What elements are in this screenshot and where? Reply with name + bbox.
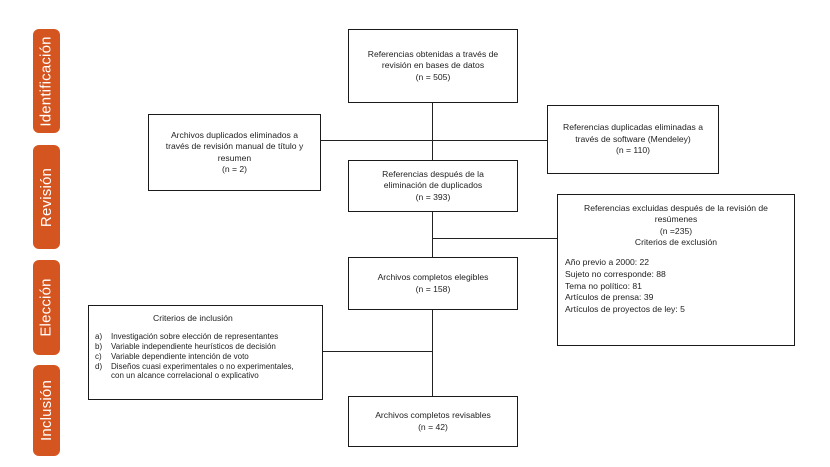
list-item-text: Diseños cuasi experimentales o no experi… xyxy=(111,362,294,382)
list-item: b) Variable independiente heurísticos de… xyxy=(95,342,276,352)
list-item: Artículos de proyectos de ley: 5 xyxy=(565,304,685,315)
list-item-text: Variable dependiente intención de voto xyxy=(111,351,249,361)
exclusion-criteria-list: Año previo a 2000: 22 Sujeto no correspo… xyxy=(564,257,685,315)
stage-label: Elección xyxy=(38,278,56,337)
box-text: través de revisión manual de título y xyxy=(165,141,304,152)
box-text: Archivos completos elegibles xyxy=(377,272,489,283)
list-item: Sujeto no corresponde: 88 xyxy=(565,269,666,280)
connector-manual-dup xyxy=(320,140,432,141)
connector-main-3 xyxy=(432,310,433,396)
box-after-dedup: Referencias después de la eliminación de… xyxy=(348,160,518,212)
connector-software-dup xyxy=(432,140,548,141)
box-text: resúmenes xyxy=(654,214,698,225)
box-count: (n = 2) xyxy=(221,163,248,174)
box-software-duplicates: Referencias duplicadas eliminadas a trav… xyxy=(547,105,719,174)
box-count: (n = 42) xyxy=(418,421,448,432)
list-marker: c) xyxy=(95,351,102,361)
list-marker: b) xyxy=(95,342,103,352)
stage-identificacion: Identificación xyxy=(33,29,60,133)
list-item: Artículos de prensa: 39 xyxy=(565,292,654,303)
box-reviewable: Archivos completos revisables (n = 42) xyxy=(348,396,518,447)
box-text: resumen xyxy=(217,152,252,163)
box-text: revisión en bases de datos xyxy=(381,60,485,71)
inclusion-criteria-title: Criterios de inclusión xyxy=(153,313,233,323)
list-item: Tema no político: 81 xyxy=(565,280,642,291)
list-item: c) Variable dependiente intención de vot… xyxy=(95,352,249,362)
exclusion-criteria-title: Criterios de exclusión xyxy=(634,237,718,248)
box-count: (n =235) xyxy=(659,225,693,236)
stage-inclusion: Inclusión xyxy=(33,365,60,456)
box-text: Referencias excluidas después de la revi… xyxy=(584,203,768,213)
connector-main-2 xyxy=(432,212,433,257)
box-text: Archivos duplicados eliminados a xyxy=(170,129,299,140)
box-count: (n = 158) xyxy=(415,283,451,294)
list-marker: d) xyxy=(95,361,103,371)
list-item-line: Diseños cuasi experimentales o no experi… xyxy=(111,361,294,371)
box-excluded-references: Referencias excluidas después de la revi… xyxy=(557,194,795,346)
list-item-text: Investigación sobre elección de represen… xyxy=(111,332,279,342)
box-text: eliminación de duplicados xyxy=(383,180,483,191)
box-count: (n = 505) xyxy=(415,71,451,82)
box-eligible: Archivos completos elegibles (n = 158) xyxy=(348,257,518,310)
box-text: Referencias después de la xyxy=(382,168,484,179)
box-count: (n = 393) xyxy=(415,191,451,202)
list-marker: a) xyxy=(95,332,103,342)
list-item-text: Variable independiente heurísticos de de… xyxy=(111,342,276,352)
connector-excluded xyxy=(432,238,558,239)
box-text: Archivos completos revisables xyxy=(375,410,491,421)
stage-label: Revisión xyxy=(38,167,55,227)
list-item: a) Investigación sobre elección de repre… xyxy=(95,332,278,342)
stage-revision: Revisión xyxy=(33,145,60,249)
box-databases: Referencias obtenidas a través de revisi… xyxy=(348,29,518,103)
box-text: través de software (Mendeley) xyxy=(575,133,691,144)
connector-inclusion-criteria xyxy=(322,351,432,352)
box-text: Referencias obtenidas a través de xyxy=(367,48,499,59)
list-item: d) Diseños cuasi experimentales o no exp… xyxy=(95,362,294,382)
box-text: Referencias duplicadas eliminadas a xyxy=(563,122,703,133)
box-manual-duplicates: Archivos duplicados eliminados a través … xyxy=(148,114,321,191)
list-item: Año previo a 2000: 22 xyxy=(565,257,650,268)
stage-label: Inclusión xyxy=(38,379,56,442)
stage-label: Identificación xyxy=(38,35,56,127)
box-inclusion-criteria: Criterios de inclusión a) Investigación … xyxy=(88,305,323,400)
list-item-line: con un alcance correlacional o explicati… xyxy=(111,371,259,381)
box-count: (n = 110) xyxy=(616,145,650,156)
connector-main-1 xyxy=(432,103,433,160)
stage-eleccion: Elección xyxy=(33,260,60,355)
